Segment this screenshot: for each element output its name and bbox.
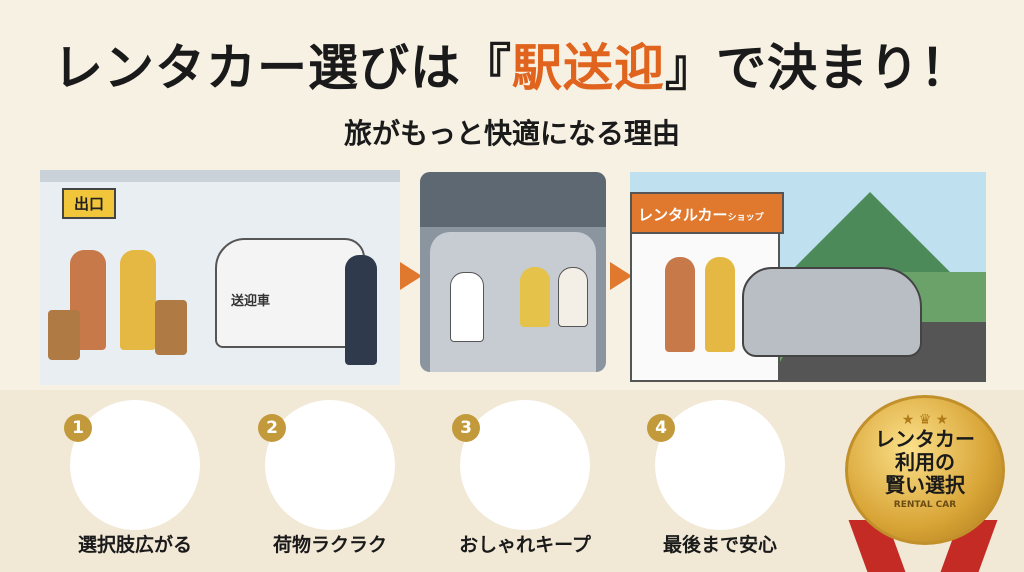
shuttle-van: 送迎車	[215, 238, 365, 348]
page-subtitle: 旅がもっと快適になる理由	[343, 117, 680, 150]
arrow-right-icon	[400, 262, 422, 290]
suitcase-icon	[48, 310, 80, 360]
feature-number-badge: 1	[64, 414, 92, 442]
passenger	[520, 267, 550, 327]
medal-badge: ★ ♛ ★ レンタカー 利用の 賢い選択 RENTAL CAR	[845, 395, 1005, 545]
shop-sign: レンタルカーショップ	[630, 192, 784, 234]
feature-number-badge: 4	[647, 414, 675, 442]
staff-person	[345, 255, 377, 365]
passenger	[558, 267, 588, 327]
scene-station-pickup: 出口 送迎車	[40, 170, 400, 385]
feature-number-badge: 2	[258, 414, 286, 442]
feature-2-icon-luggage	[265, 400, 395, 530]
feature-label: 最後まで安心	[662, 534, 777, 556]
exit-sign: 出口	[62, 188, 117, 219]
traveler-woman	[705, 257, 735, 352]
mountain	[790, 192, 950, 272]
feature-number-badge: 3	[452, 414, 480, 442]
scene-rental-shop: レンタルカーショップ	[630, 172, 986, 382]
feature-label: おしゃれキープ	[459, 534, 591, 556]
page-title: レンタカー選びは『駅送迎』で決まり！	[53, 39, 971, 97]
driver	[450, 272, 484, 342]
rental-suv	[742, 267, 922, 357]
arrow-right-icon	[610, 262, 632, 290]
feature-label: 荷物ラクラク	[272, 534, 387, 556]
feature-1-icon-cars-magnifier	[70, 400, 200, 530]
traveler-woman	[665, 257, 695, 352]
traveler-woman	[120, 250, 156, 350]
scene-van-interior	[420, 172, 606, 372]
feature-3-icon-umbrella	[460, 400, 590, 530]
suitcase-icon	[155, 300, 187, 355]
crown-icon: ★ ♛ ★	[901, 412, 949, 428]
feature-4-icon-clock-station	[655, 400, 785, 530]
feature-label: 選択肢広がる	[77, 534, 192, 556]
